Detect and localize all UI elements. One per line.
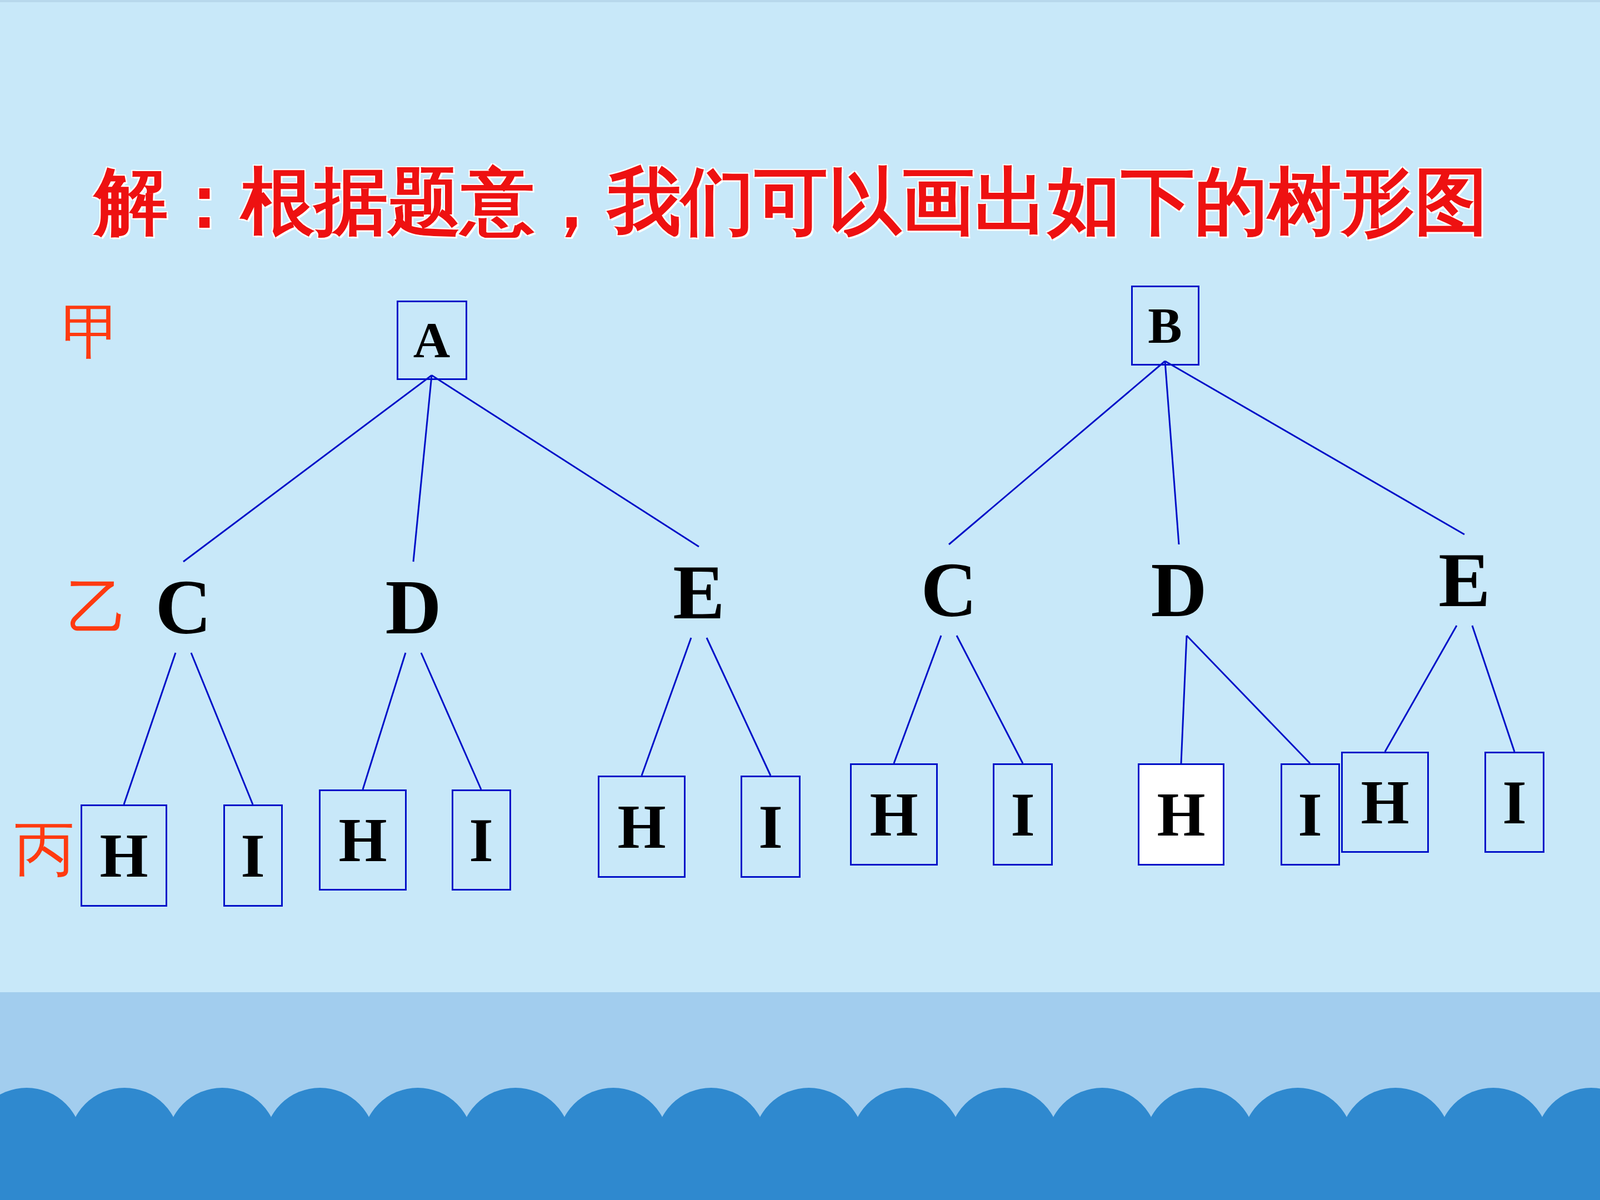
tree-branch [1181, 635, 1187, 764]
tree-branch [1186, 635, 1310, 764]
outcome-box: A [396, 300, 468, 380]
outcome-box: I [1280, 763, 1340, 866]
outcome-box: I [992, 763, 1053, 866]
node-label: H [99, 824, 148, 887]
node-label: C [920, 551, 977, 629]
tree-branch [123, 652, 176, 805]
tree-branch [413, 375, 432, 563]
outcome-box: I [740, 775, 801, 878]
node-label: H [869, 783, 918, 846]
tree-branch [706, 637, 771, 776]
outcome-box: H [597, 775, 686, 878]
tree-branch [1385, 625, 1457, 752]
node-label: E [1438, 541, 1490, 619]
node-label: C [155, 568, 212, 647]
tree-branch [431, 375, 699, 548]
tree-branch [948, 361, 1165, 545]
branch-node: E [1431, 534, 1497, 626]
tree-branch [191, 652, 253, 805]
branch-node: E [666, 546, 732, 638]
node-label: H [338, 808, 387, 872]
outcome-box: I [223, 804, 283, 907]
outcome-box: H [318, 789, 407, 891]
tree-branch [421, 652, 482, 790]
node-label: I [468, 808, 494, 872]
outcome-box: H [1137, 763, 1225, 866]
heading: 解：根据题意，我们可以画出如下的树形图 [94, 161, 1488, 242]
tree-branch [362, 652, 406, 790]
node-label: A [413, 314, 450, 366]
node-label: I [758, 795, 783, 858]
row-label: 乙 [67, 577, 128, 638]
tree-branch [183, 375, 432, 563]
node-label: H [1156, 783, 1205, 846]
tree-branch [1165, 361, 1465, 535]
branch-node: C [913, 544, 984, 636]
node-label: I [1502, 771, 1527, 834]
outcome-box: B [1131, 285, 1200, 366]
node-label: B [1147, 300, 1182, 352]
outcome-box: I [451, 789, 512, 891]
outcome-box: I [1484, 751, 1545, 853]
branch-node: C [148, 561, 218, 653]
outcome-box: H [1341, 751, 1429, 853]
node-label: I [240, 824, 265, 887]
outcome-box: H [80, 804, 168, 907]
tree-branch [1472, 625, 1515, 752]
tree-branch [956, 635, 1023, 764]
node-label: I [1297, 783, 1323, 846]
node-label: D [1150, 551, 1207, 629]
branch-node: D [378, 561, 448, 653]
node-label: E [672, 553, 725, 632]
node-label: D [385, 568, 442, 647]
node-label: H [1360, 771, 1409, 834]
node-label: I [1010, 783, 1035, 846]
branch-node: D [1143, 544, 1214, 636]
tree-branch [1165, 361, 1179, 545]
tree-branch [641, 637, 692, 776]
outcome-box: H [850, 763, 938, 866]
row-label: 丙 [14, 818, 75, 879]
tree-branch [893, 635, 942, 764]
row-label: 甲 [61, 301, 122, 362]
node-label: H [617, 795, 666, 858]
